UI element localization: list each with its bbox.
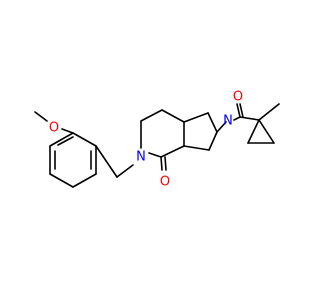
lactam-nitrogen-label: N [136, 150, 146, 165]
bond-amide-carbon-cyclopropyl [239, 116, 260, 121]
bond-lactam-c-o-b [164, 156, 167, 171]
bond-n-ring-5 [160, 145, 185, 158]
bond-ring-6 [49, 132, 74, 147]
bond-cyclopropyl-1 [247, 119, 260, 144]
bond-amide-c-o-b [239, 103, 244, 118]
lactam-oxygen-label: O [160, 175, 170, 190]
bond-methyl-oxygen [34, 111, 48, 122]
bond-amide-c-o-a [236, 103, 241, 118]
methoxy-oxygen-label: O [49, 121, 59, 136]
atom-label-layer: O N O N O [49, 90, 243, 190]
bond-ring-1 [72, 132, 97, 147]
bond-lactam-c-o-a [160, 156, 163, 171]
pyrrolidine-nitrogen-label: N [223, 114, 233, 129]
bond-cyclopropyl-methyl [258, 103, 280, 121]
bond-benzyl-nitrogen [116, 164, 134, 178]
bond-pyrrolidine-1 [183, 112, 209, 123]
bond-aryl-benzyl [95, 145, 118, 178]
bond-ring-inner-3 [57, 136, 74, 146]
molecule-diagram: O N O N O [34, 90, 280, 190]
bond-pyrrolidine-4 [183, 145, 210, 151]
bond-cyclopropyl-3 [258, 119, 275, 144]
amide-oxygen-label: O [233, 90, 243, 105]
bond-layer [34, 103, 280, 188]
bond-ring-4 [49, 173, 74, 188]
bond-amide-nitrogen-carbon [233, 116, 241, 121]
bond-oxygen-aryl [61, 128, 74, 134]
bond-pyrrolidine-2 [207, 112, 218, 133]
bond-n-ring-2 [140, 109, 163, 122]
bond-n-ring-3 [161, 109, 185, 123]
bond-ring-3 [72, 173, 97, 188]
bond-pyrrolidine-3 [208, 131, 218, 151]
bond-pyrrolidine-5 [216, 121, 227, 133]
bond-n-ring-6 [148, 152, 162, 158]
